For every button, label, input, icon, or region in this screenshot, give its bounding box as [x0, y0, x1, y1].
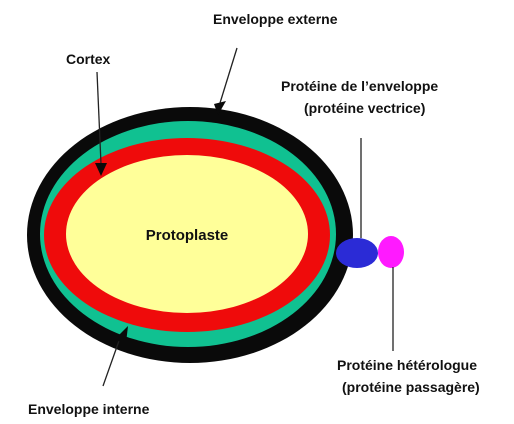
label-cortex: Cortex: [66, 51, 111, 67]
label-enveloppe-externe: Enveloppe externe: [213, 11, 338, 27]
passenger-protein-shape: [378, 236, 404, 268]
label-proteine-heterologue-line1: Protéine hétérologue: [337, 357, 477, 373]
label-proteine-heterologue-line2: (protéine passagère): [342, 379, 480, 395]
label-proteine-enveloppe-line2: (protéine vectrice): [304, 100, 425, 116]
label-protoplaste: Protoplaste: [146, 227, 229, 244]
carrier-protein-shape: [336, 238, 378, 268]
leader-line-enveloppe-externe: [220, 48, 237, 103]
label-enveloppe-interne: Enveloppe interne: [28, 401, 150, 417]
label-proteine-enveloppe-line1: Protéine de l’enveloppe: [281, 78, 438, 94]
